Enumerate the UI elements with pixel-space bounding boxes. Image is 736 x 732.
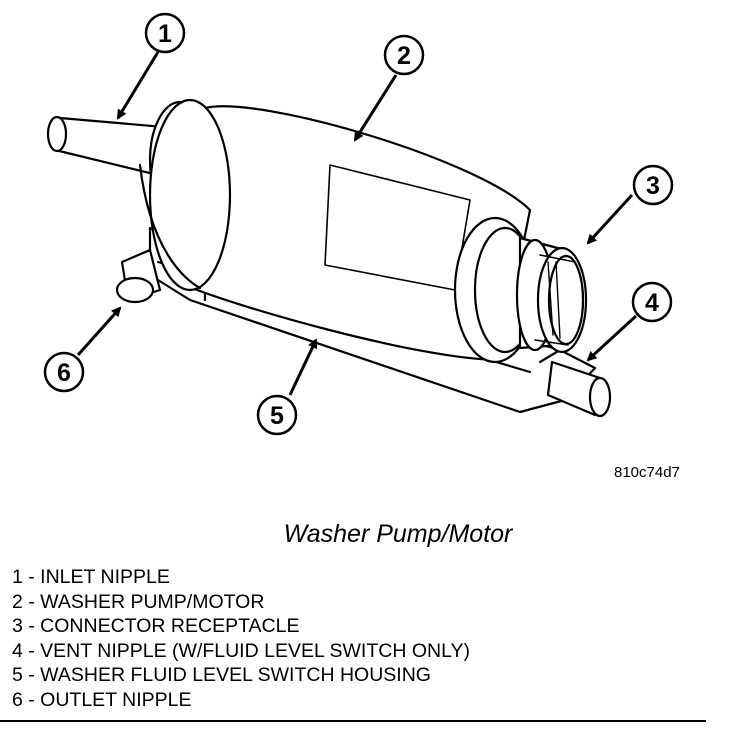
- vent-nipple-drawing: [546, 360, 612, 418]
- legend-list: 1 - INLET NIPPLE 2 - WASHER PUMP/MOTOR 3…: [12, 565, 470, 713]
- callout-3: 3: [632, 164, 674, 206]
- leader-line-1: [116, 51, 160, 120]
- callout-6: 6: [43, 351, 85, 393]
- leader-line-6: [76, 306, 122, 356]
- legend-item: 4 - VENT NIPPLE (W/FLUID LEVEL SWITCH ON…: [12, 639, 470, 662]
- outlet-nipple-drawing: [115, 248, 162, 304]
- leader-line-4: [586, 314, 638, 362]
- legend-item: 5 - WASHER FLUID LEVEL SWITCH HOUSING: [12, 664, 431, 687]
- svg-text:2: 2: [397, 42, 411, 70]
- inlet-nipple-drawing: [46, 115, 177, 180]
- svg-text:3: 3: [646, 172, 660, 200]
- legend-item: 2 - WASHER PUMP/MOTOR: [12, 590, 265, 613]
- figure-caption: Washer Pump/Motor: [283, 520, 513, 548]
- callout-1: 1: [144, 12, 186, 54]
- svg-text:5: 5: [270, 402, 284, 430]
- pump-motor-illustration: 1 2 3 4 5 6: [43, 12, 674, 436]
- callout-5: 5: [256, 394, 298, 436]
- callout-2: 2: [383, 34, 425, 76]
- leader-line-3: [586, 193, 634, 245]
- connector-receptacle-drawing: [515, 236, 588, 354]
- svg-text:6: 6: [57, 359, 71, 387]
- legend-item: 6 - OUTLET NIPPLE: [12, 688, 192, 711]
- leader-line-5: [288, 338, 318, 396]
- legend-item: 3 - CONNECTOR RECEPTACLE: [12, 615, 300, 638]
- figure-code: 810c74d7: [614, 464, 680, 481]
- svg-text:4: 4: [645, 289, 659, 317]
- pump-motor-body-drawing: [138, 98, 532, 362]
- leader-line-2: [353, 74, 398, 142]
- bottom-divider: [0, 720, 706, 722]
- svg-text:1: 1: [158, 20, 172, 48]
- legend-item: 1 - INLET NIPPLE: [12, 566, 170, 588]
- callout-4: 4: [631, 281, 673, 323]
